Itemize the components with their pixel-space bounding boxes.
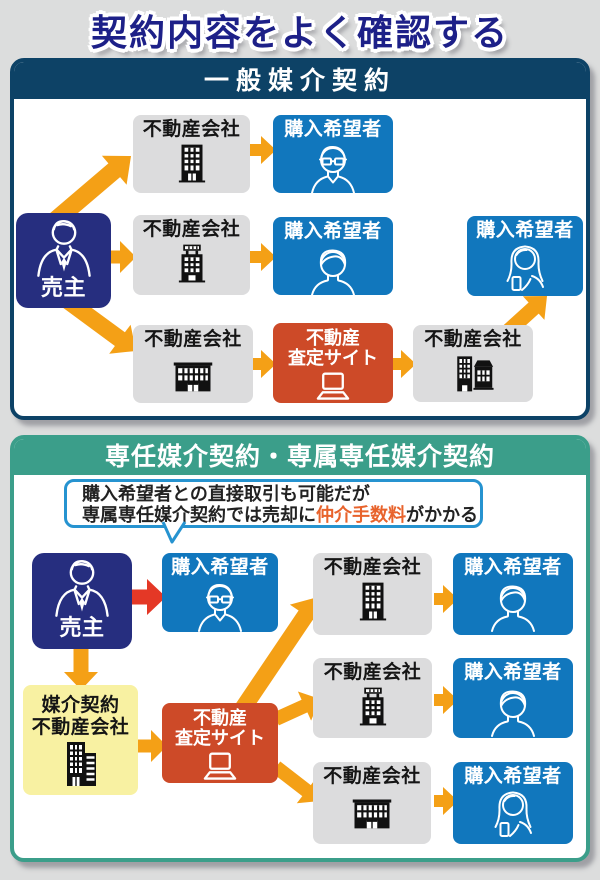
panel-general-contract: 一般媒介契約: [10, 58, 590, 420]
panel2-header: 専任媒介契約・専属専任媒介契約: [14, 439, 586, 475]
bubble-tail: [161, 521, 187, 544]
note-highlight: 仲介手数料: [316, 505, 406, 526]
panel1-header: 一般媒介契約: [14, 62, 586, 99]
note-bubble: 購入希望者との直接取引も可能だが 専属専任媒介契約では売却に仲介手数料がかかる: [64, 479, 483, 544]
page-title: 契約内容をよく確認する: [90, 13, 509, 54]
note-line-1: 購入希望者との直接取引も可能だが: [82, 484, 370, 505]
note-line-2: 専属専任媒介契約では売却に仲介手数料がかかる: [82, 505, 478, 526]
